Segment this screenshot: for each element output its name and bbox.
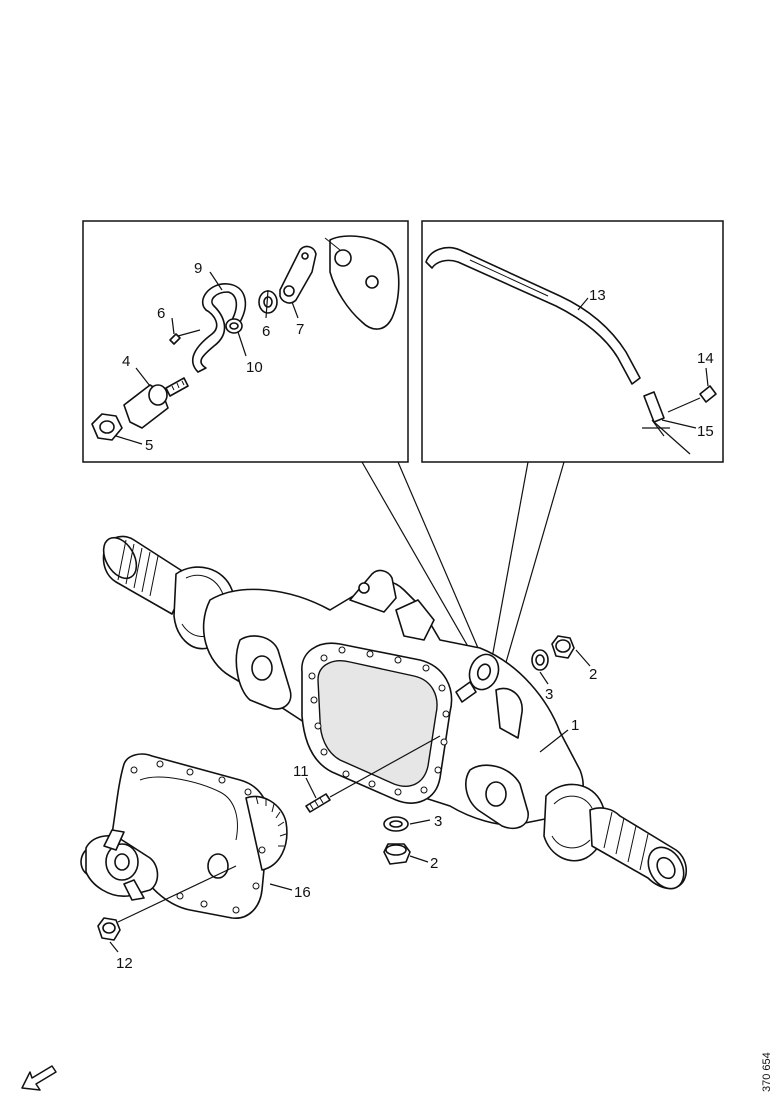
label-16: 16 [294, 884, 311, 901]
label-14: 14 [697, 350, 714, 367]
document-id: 370 654 [761, 1052, 773, 1092]
main-labels: 1 2 3 3 2 11 16 12 [109, 649, 597, 972]
label-11: 11 [293, 763, 309, 780]
label-2-top: 2 [589, 666, 597, 683]
label-9: 9 [194, 260, 202, 277]
label-12: 12 [116, 955, 133, 972]
label-1: 1 [571, 717, 579, 734]
label-3-bottom: 3 [434, 813, 442, 830]
callout-lines [361, 461, 565, 691]
axle-housing [102, 535, 688, 890]
label-6a: 6 [157, 305, 165, 322]
inset-right: 13 14 15 [421, 220, 724, 463]
label-2-bottom: 2 [430, 855, 438, 872]
label-10: 10 [246, 359, 263, 376]
label-6b: 6 [262, 323, 270, 340]
label-7: 7 [296, 321, 304, 338]
inset-left: 9 6 6 7 10 4 5 [82, 220, 409, 463]
label-4: 4 [122, 353, 130, 370]
arrow-down-left-icon [21, 1065, 57, 1091]
label-5: 5 [145, 437, 153, 454]
label-3-top: 3 [545, 686, 553, 703]
loose-parts [97, 635, 575, 941]
label-15: 15 [697, 423, 714, 440]
differential-carrier [80, 753, 288, 919]
label-13: 13 [589, 287, 606, 304]
